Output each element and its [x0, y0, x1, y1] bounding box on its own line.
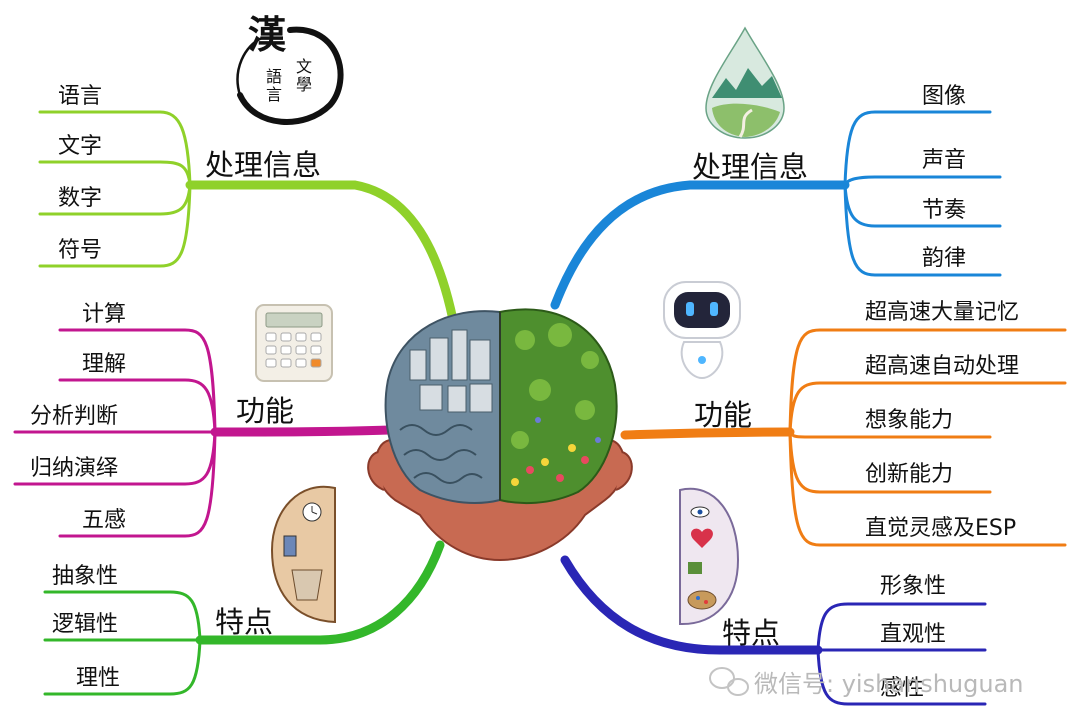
left-func-title: 功能 — [236, 394, 295, 428]
left-feat-item-2: 理性 — [76, 666, 121, 691]
left-info-item-0: 语言 — [58, 84, 103, 109]
right-info-item-2: 节奏 — [922, 198, 967, 223]
branch-left-feat — [43, 540, 445, 696]
twig-right-feat-0 — [816, 602, 987, 652]
branch-right-feat — [560, 555, 987, 706]
trunk-left-feat — [195, 540, 445, 645]
logo-char-wenxue: 文學 — [296, 57, 313, 94]
logo-chinese-literature — [236, 26, 344, 125]
landscape-drop-icon — [705, 26, 785, 139]
watermark-text: 微信号: yishanshuguan — [754, 670, 1024, 698]
left-feat-title: 特点 — [215, 605, 274, 639]
twig-left-feat-2 — [43, 638, 202, 696]
trunk-right-func — [620, 427, 795, 440]
right-feat-item-2: 感性 — [880, 676, 925, 701]
left-info-item-2: 数字 — [58, 186, 103, 211]
twig-right-func-1 — [788, 381, 1067, 434]
brain-illustration-icon — [367, 308, 633, 562]
logo-char-han: 漢 — [248, 12, 287, 57]
logo-char-yuyan: 語言 — [266, 67, 283, 104]
right-func-item-3: 创新能力 — [865, 462, 954, 487]
twig-right-feat-2 — [816, 648, 987, 706]
right-brain-art-icon — [679, 487, 740, 626]
trunk-left-func — [210, 425, 395, 437]
branch-right-info — [550, 110, 1002, 310]
twig-right-info-0 — [843, 110, 992, 187]
right-info-title: 处理信息 — [692, 150, 809, 184]
twig-right-info-1 — [843, 175, 1002, 187]
left-feat-item-0: 抽象性 — [52, 564, 119, 589]
twig-right-func-4 — [788, 430, 1067, 547]
right-feat-item-0: 形象性 — [880, 574, 947, 599]
calculator-icon — [255, 304, 333, 382]
left-info-item-1: 文字 — [58, 134, 103, 159]
left-func-item-2: 分析判断 — [30, 404, 119, 429]
robot-icon — [663, 281, 741, 380]
trunk-right-info — [550, 180, 850, 310]
right-info-item-1: 声音 — [922, 148, 967, 173]
right-func-item-0: 超高速大量记忆 — [865, 300, 1020, 325]
twig-right-func-0 — [788, 328, 1067, 434]
left-func-item-4: 五感 — [82, 508, 127, 533]
left-func-item-3: 归纳演绎 — [30, 456, 119, 481]
branch-left-info — [38, 110, 460, 335]
right-func-item-2: 想象能力 — [865, 408, 954, 433]
left-feat-item-1: 逻辑性 — [52, 612, 119, 637]
branch-right-func — [620, 328, 1067, 547]
right-info-item-0: 图像 — [922, 84, 967, 109]
trunk-right-feat — [560, 555, 823, 655]
left-info-item-3: 符号 — [58, 238, 103, 263]
right-feat-title: 特点 — [722, 616, 781, 650]
twig-right-info-3 — [843, 183, 1002, 277]
twig-left-info-0 — [38, 110, 192, 187]
right-feat-item-1: 直观性 — [880, 622, 947, 647]
right-func-item-4: 直觉灵感及ESP — [865, 516, 1017, 541]
right-info-item-3: 韵律 — [922, 246, 967, 271]
twig-left-func-4 — [58, 430, 217, 538]
wechat-logo-icon — [709, 667, 749, 696]
twig-left-info-1 — [38, 160, 192, 187]
left-brain-sketch-icon — [270, 485, 336, 624]
twig-left-func-1 — [58, 378, 217, 434]
left-info-title: 处理信息 — [205, 148, 322, 182]
twig-left-feat-0 — [43, 590, 202, 642]
branch-left-func — [13, 328, 395, 538]
twig-left-info-3 — [38, 183, 192, 268]
trunk-left-info — [185, 180, 460, 335]
twig-left-func-0 — [58, 328, 217, 434]
left-func-item-1: 理解 — [82, 352, 127, 377]
right-func-item-1: 超高速自动处理 — [865, 354, 1020, 379]
left-func-item-0: 计算 — [82, 302, 127, 327]
right-func-title: 功能 — [694, 398, 753, 432]
